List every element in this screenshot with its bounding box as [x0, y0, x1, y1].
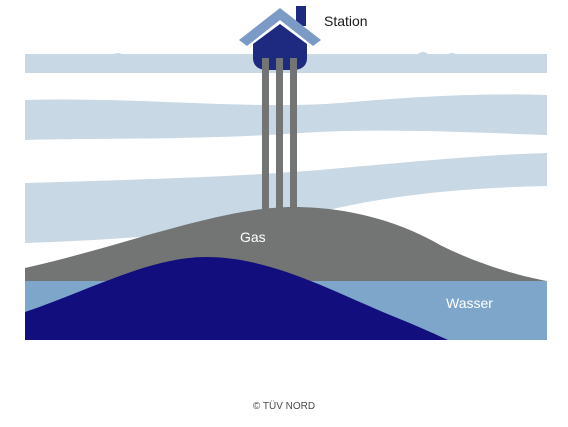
rock-band-3 — [25, 153, 547, 243]
cloud-left — [99, 53, 166, 70]
pipe-opening-1 — [262, 58, 269, 70]
copyright-credit: © TÜV NORD — [252, 401, 316, 412]
station-label: Station — [324, 13, 368, 29]
pipe-opening-2 — [276, 58, 283, 70]
rock-band-2 — [25, 94, 547, 140]
wasser-label: Wasser — [446, 295, 493, 311]
deep-water-lens — [25, 257, 448, 340]
chimney — [296, 6, 306, 26]
cloud-right — [404, 52, 471, 69]
roof — [239, 8, 321, 46]
gas-label: Gas — [240, 229, 266, 245]
pipes — [262, 58, 297, 212]
pipe-opening-3 — [290, 58, 297, 70]
station-house — [239, 6, 321, 70]
gas-dome — [25, 207, 547, 281]
